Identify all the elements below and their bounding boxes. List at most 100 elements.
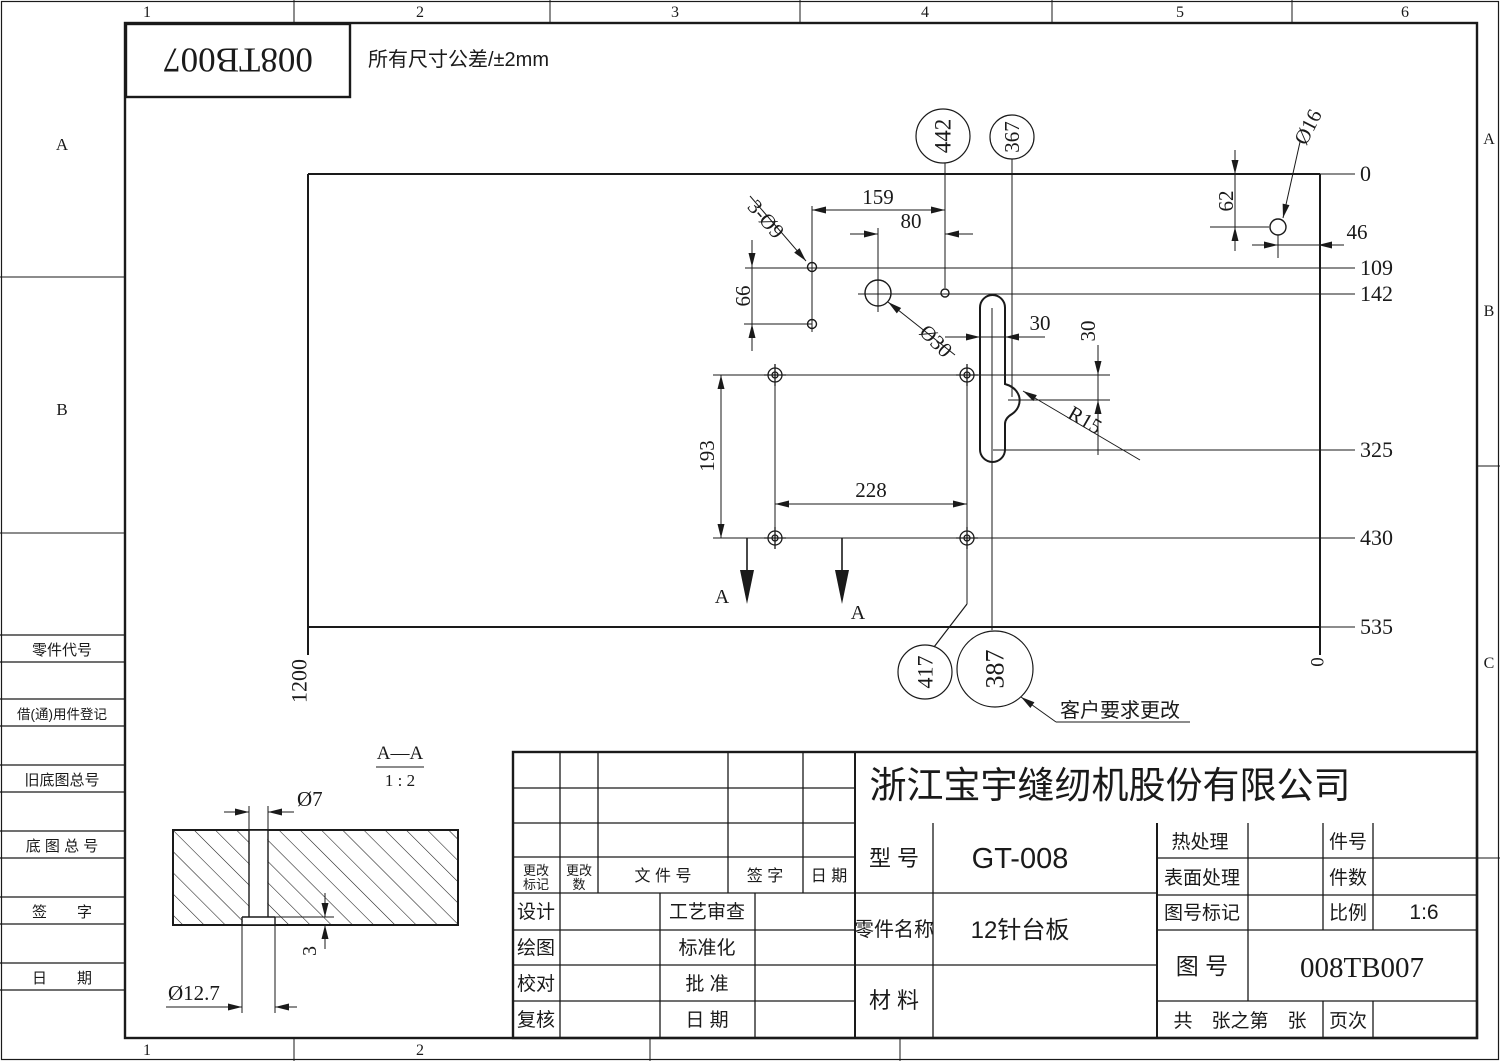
section-body xyxy=(172,829,459,926)
dim-3xo9: 3-Ø9 xyxy=(743,195,789,243)
balloon-442-text: 442 xyxy=(931,119,956,154)
rev-count-label-2: 数 xyxy=(572,877,585,892)
rev-mark-label-1: 更改 xyxy=(523,863,549,878)
dim-46: 46 xyxy=(1347,220,1368,244)
ordinate-430: 430 xyxy=(1360,525,1393,550)
balloon-367 xyxy=(989,114,1035,160)
section-view: A—A 1 : 2 Ø7 Ø12.7 3 xyxy=(166,743,459,1013)
zone-right-b: B xyxy=(1484,303,1495,320)
margin-label-date: 日 期 xyxy=(32,970,92,987)
margin-label-sign: 签 字 xyxy=(32,904,92,921)
dim-slot-width-30: 30 xyxy=(1030,311,1051,335)
zone-labels: 1 2 3 4 5 6 1 2 A B A B C xyxy=(56,4,1495,1059)
zone-top-6: 6 xyxy=(1401,4,1409,21)
section-title: A—A xyxy=(377,743,424,764)
role-design: 设计 xyxy=(517,901,555,923)
screw-symbols xyxy=(764,364,978,549)
screw-symbol xyxy=(956,364,978,386)
heat-treatment-label: 热处理 xyxy=(1171,831,1228,853)
role-process-review: 工艺审查 xyxy=(669,901,745,923)
model-value: GT-008 xyxy=(972,843,1069,875)
screw-symbol xyxy=(764,527,786,549)
dim-3: 3 xyxy=(299,946,321,956)
scale-label: 比例 xyxy=(1329,902,1367,924)
dim-o7: Ø7 xyxy=(297,787,323,811)
zone-top-2: 2 xyxy=(416,4,424,21)
title-block-grid xyxy=(511,750,1479,1040)
qty-label: 件数 xyxy=(1329,867,1367,889)
role-standardize: 标准化 xyxy=(678,937,735,959)
part-name-label: 零件名称 xyxy=(854,918,934,941)
role-approve: 批 准 xyxy=(685,973,728,995)
role-check: 校对 xyxy=(517,973,555,995)
ordinate-1200: 1200 xyxy=(287,659,312,703)
zone-left-a: A xyxy=(56,135,69,154)
customer-change-note: 客户要求更改 xyxy=(1060,699,1180,722)
margin-label-borrow: 借(通)用件登记 xyxy=(17,707,107,722)
role-draw: 绘图 xyxy=(517,937,555,959)
balloon-387 xyxy=(956,630,1034,708)
zone-top-4: 4 xyxy=(921,4,929,21)
sheet-count-label: 共 张之第 张 xyxy=(1173,1010,1306,1032)
dim-66: 66 xyxy=(731,286,755,307)
role-recheck: 复核 xyxy=(517,1009,555,1031)
ordinate-535: 535 xyxy=(1360,614,1393,639)
dim-r15: R15 xyxy=(1064,401,1106,439)
stamp-text: 008TB007 xyxy=(163,41,313,80)
balloon-367-text: 367 xyxy=(1000,121,1024,153)
rev-count-label-1: 更改 xyxy=(566,863,592,878)
screw-symbol xyxy=(956,527,978,549)
drawing-mark-label: 图号标记 xyxy=(1164,902,1240,924)
board-outline xyxy=(307,173,1321,655)
zone-top-5: 5 xyxy=(1176,4,1184,21)
dim-o16: Ø16 xyxy=(1289,105,1327,148)
balloon-387-text: 387 xyxy=(981,650,1010,689)
dimension-lines xyxy=(717,141,1344,723)
dim-notch-30: 30 xyxy=(1076,321,1100,342)
scale-value: 1:6 xyxy=(1409,901,1438,924)
zone-top-1: 1 xyxy=(143,4,151,21)
construction-lines xyxy=(713,159,1355,630)
part-name-value: 12针台板 xyxy=(971,917,1070,944)
model-label: 型 号 xyxy=(869,846,919,871)
slot-outline xyxy=(979,293,1021,464)
dim-o30: Ø30 xyxy=(915,320,958,363)
balloon-417-text: 417 xyxy=(913,656,938,689)
date-col-label: 日 期 xyxy=(811,867,847,885)
zone-left-b: B xyxy=(56,400,67,419)
page-label: 页次 xyxy=(1329,1010,1367,1032)
margin-label-base: 底 图 总 号 xyxy=(26,838,99,855)
material-label: 材 料 xyxy=(869,988,919,1013)
surface-treatment-label: 表面处理 xyxy=(1164,867,1240,889)
zone-bottom-1: 1 xyxy=(143,1042,151,1059)
zone-top-3: 3 xyxy=(671,4,679,21)
file-no-label: 文 件 号 xyxy=(635,867,692,885)
margin-label-old-base: 旧底图总号 xyxy=(24,772,99,789)
section-arrow-label-2: A xyxy=(851,602,866,624)
drawing-no-label: 图 号 xyxy=(1176,953,1228,979)
ordinate-0: 0 xyxy=(1360,161,1371,186)
title-block-texts: 浙江宝宇缝纫机股份有限公司 型 号 GT-008 零件名称 12针台板 材 料 … xyxy=(517,765,1439,1032)
hole-o16 xyxy=(1269,218,1287,236)
company-name: 浙江宝宇缝纫机股份有限公司 xyxy=(870,765,1351,806)
zone-right-c: C xyxy=(1484,655,1495,672)
drawing-no-value: 008TB007 xyxy=(1300,952,1424,984)
margin-label-part-code: 零件代号 xyxy=(32,642,92,659)
section-scale: 1 : 2 xyxy=(385,771,415,790)
hole-o9-2 xyxy=(806,318,818,330)
balloon-442 xyxy=(915,108,971,164)
zone-bottom-2: 2 xyxy=(416,1042,424,1059)
holes xyxy=(806,218,1287,330)
part-no-label: 件号 xyxy=(1329,831,1367,853)
role-date: 日 期 xyxy=(685,1009,728,1031)
dim-80: 80 xyxy=(901,209,922,233)
dim-193: 193 xyxy=(695,440,719,472)
hole-o30 xyxy=(864,279,892,307)
dim-159: 159 xyxy=(862,185,894,209)
dim-o12-7: Ø12.7 xyxy=(168,981,220,1005)
section-arrow-label-1: A xyxy=(715,586,730,608)
balloons xyxy=(897,108,1035,708)
balloon-417 xyxy=(897,644,953,700)
